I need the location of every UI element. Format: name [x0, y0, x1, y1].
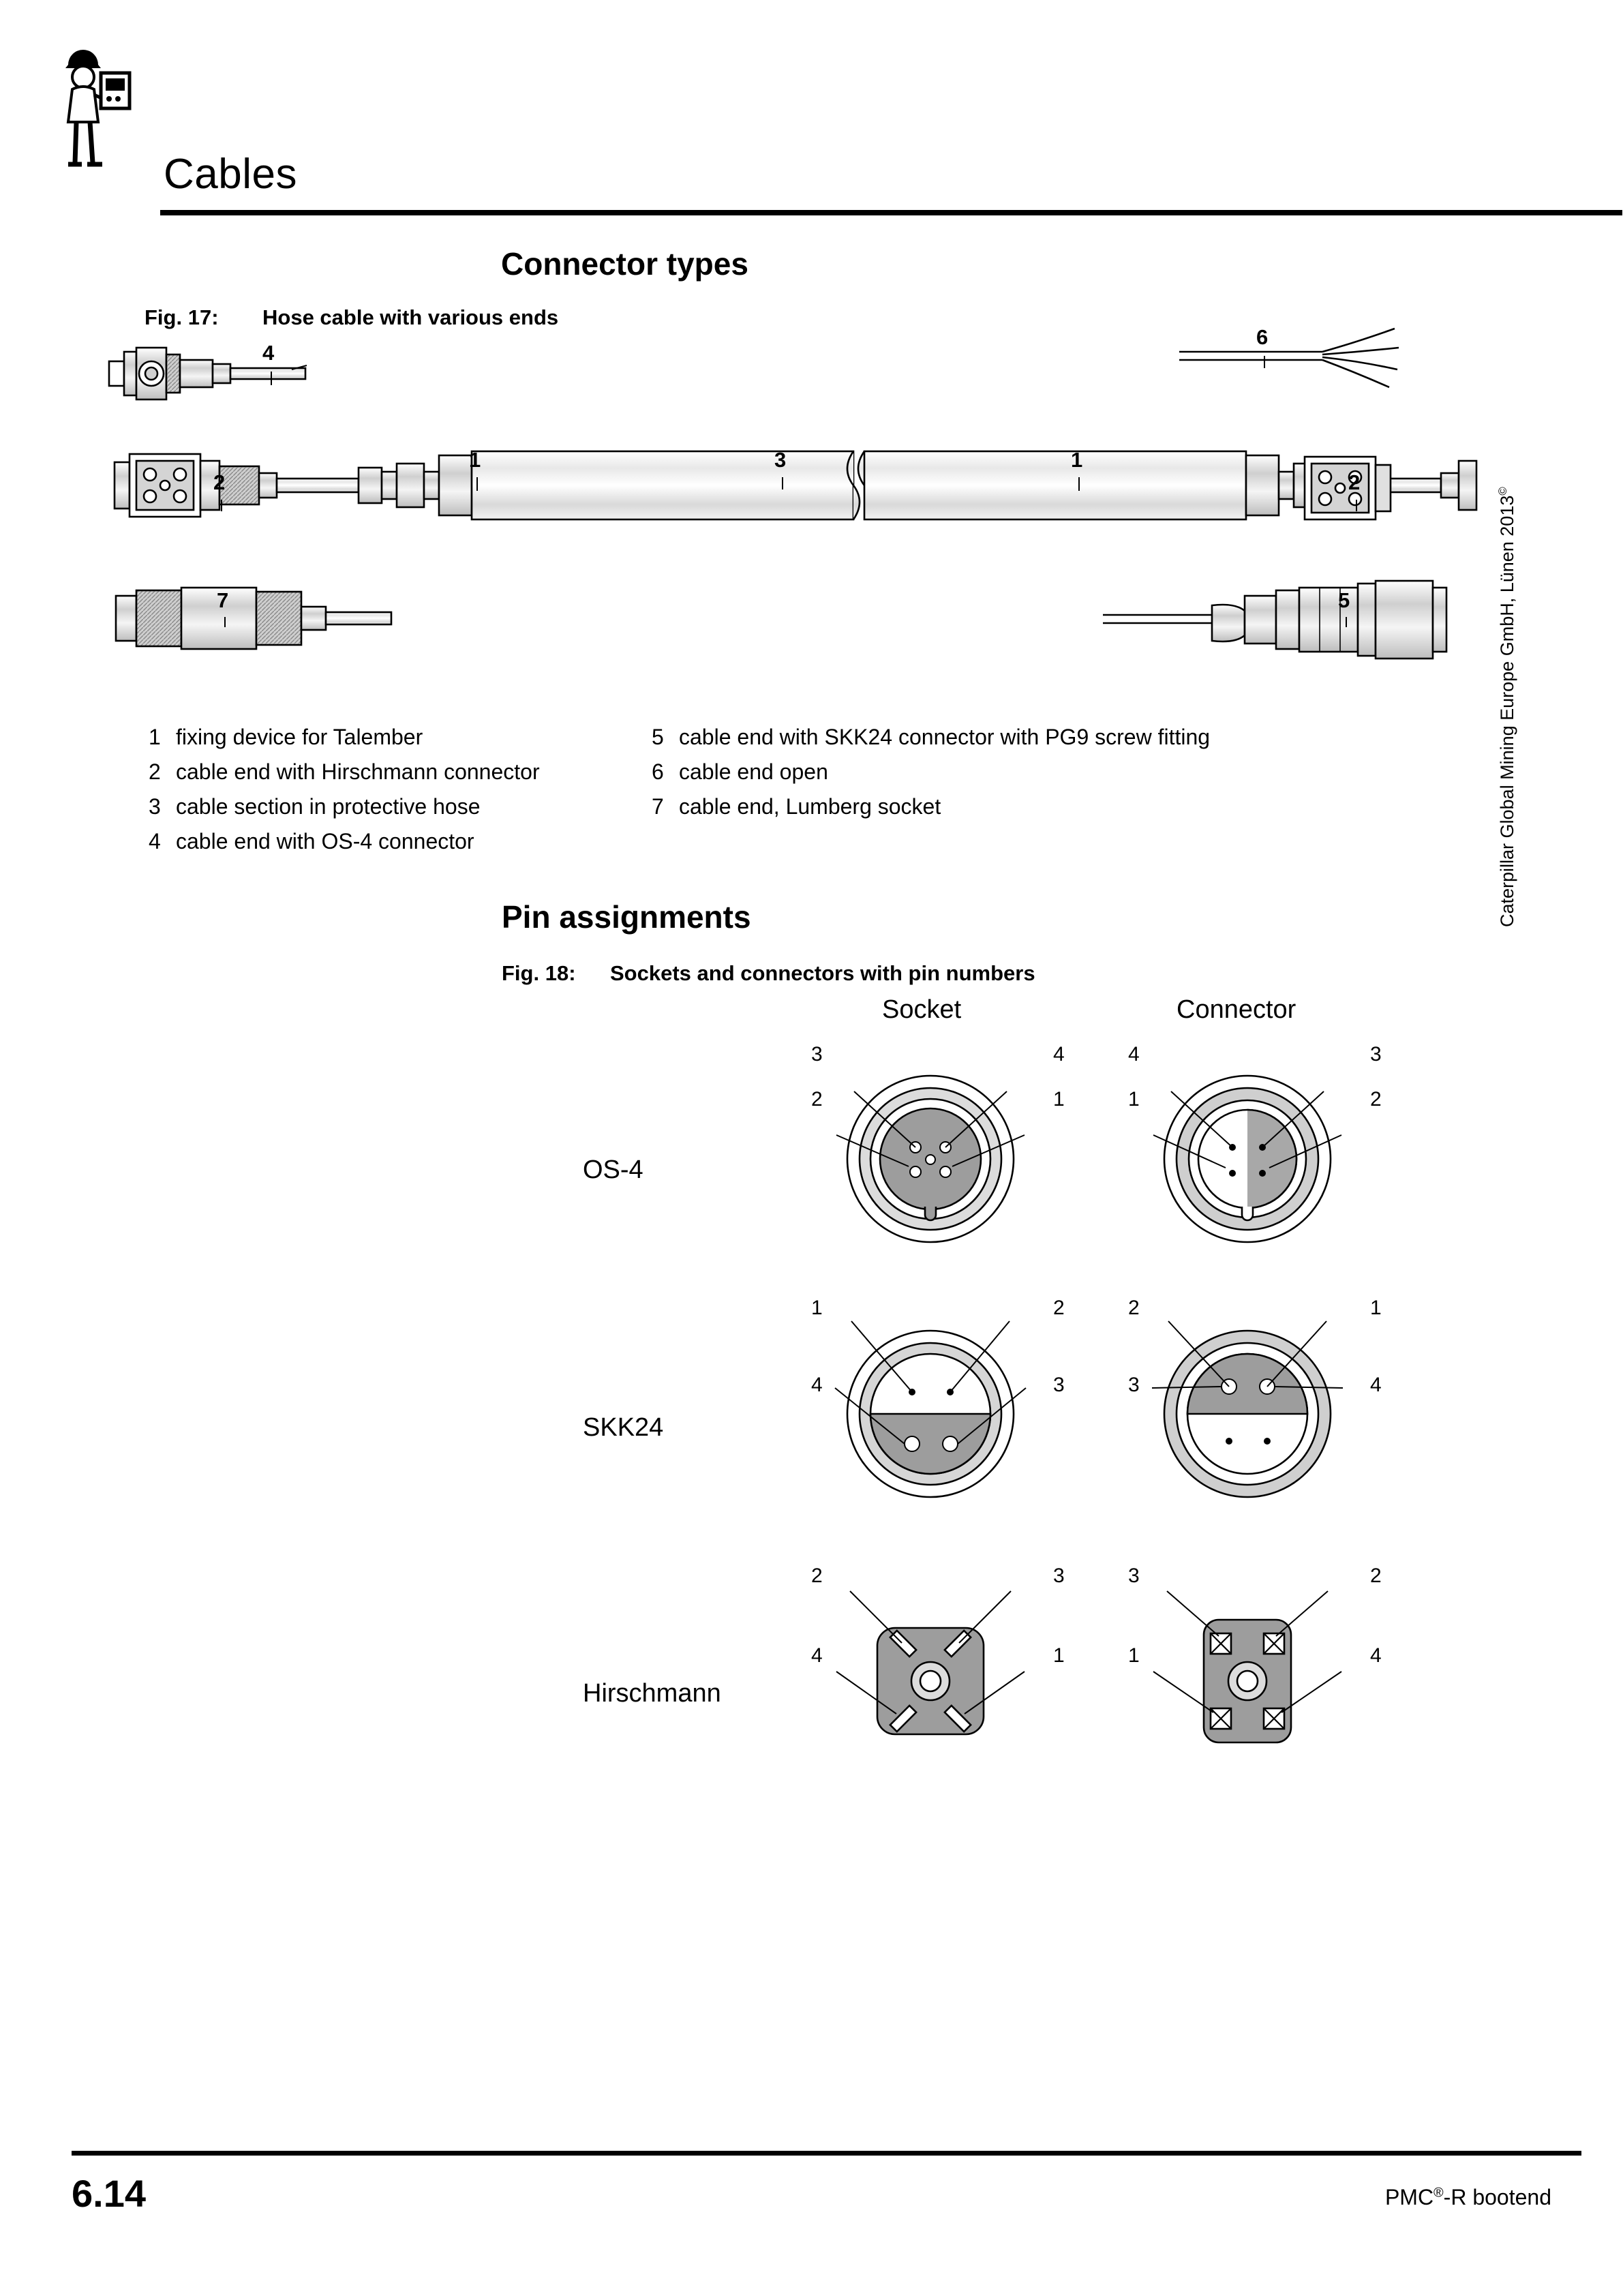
side-copyright: Caterpillar Global Mining Europe GmbH, L…: [1496, 487, 1518, 927]
callout-4-top: 4: [262, 341, 275, 365]
skk24-connector-pin-2: 2: [1128, 1297, 1140, 1319]
hirschmann-socket-pin-2: 2: [811, 1565, 823, 1587]
os4-connector-diagram: [1118, 1026, 1377, 1251]
technician-with-device-icon: [48, 44, 136, 174]
side-copyright-mark: ©: [1496, 487, 1509, 496]
legend-num-6: 6: [652, 759, 664, 784]
section-title-connector-types: Connector types: [501, 246, 748, 282]
hirschmann-socket-diagram: [801, 1568, 1060, 1772]
legend-text-7: cable end, Lumberg socket: [679, 794, 941, 819]
os4-connector-pin-4: 4: [1128, 1043, 1140, 1066]
callout-1-left: 1: [469, 448, 481, 472]
figure-18-caption: Sockets and connectors with pin numbers: [610, 961, 1035, 985]
hirschmann-connector-diagram: [1118, 1568, 1377, 1772]
skk24-connector-diagram: [1118, 1283, 1377, 1508]
page-header: Cables: [41, 37, 1622, 215]
hirschmann-connector-pin-4: 4: [1370, 1644, 1382, 1667]
legend-num-5: 5: [652, 725, 664, 749]
footer-title-sup: ®: [1434, 2185, 1444, 2201]
footer-divider: [72, 2151, 1581, 2156]
skk24-connector-pin-3: 3: [1128, 1374, 1140, 1396]
side-copyright-text: Caterpillar Global Mining Europe GmbH, L…: [1497, 495, 1517, 927]
figure-18-label: Fig. 18:: [502, 961, 576, 985]
legend-text-3: cable section in protective hose: [176, 794, 481, 819]
row-label-os4: OS-4: [583, 1155, 643, 1184]
callout-2-left: 2: [213, 470, 226, 494]
column-header-connector: Connector: [1177, 995, 1296, 1024]
legend-num-7: 7: [652, 794, 664, 819]
row-label-hirschmann: Hirschmann: [583, 1679, 721, 1708]
skk24-socket-pin-4: 4: [811, 1374, 823, 1396]
figure-17-label: Fig. 17:: [145, 305, 219, 329]
legend-text-1: fixing device for Talember: [176, 725, 423, 749]
hirschmann-socket-pin-3: 3: [1053, 1565, 1065, 1587]
skk24-connector-pin-1: 1: [1370, 1297, 1382, 1319]
skk24-socket-pin-1: 1: [811, 1297, 823, 1319]
header-divider: [160, 210, 1622, 215]
footer-title-post: -R bootend: [1443, 2185, 1551, 2209]
os4-connector-pin-1: 1: [1128, 1088, 1140, 1111]
callout-2-right: 2: [1348, 470, 1361, 494]
callout-6: 6: [1256, 325, 1269, 349]
os4-socket-pin-2: 2: [811, 1088, 823, 1111]
column-header-socket: Socket: [882, 995, 962, 1024]
callout-3: 3: [774, 448, 787, 472]
page-number: 6.14: [72, 2172, 146, 2215]
legend-text-6: cable end open: [679, 759, 828, 784]
hirschmann-connector-pin-1: 1: [1128, 1644, 1140, 1667]
os4-socket-pin-1: 1: [1053, 1088, 1065, 1111]
page-title: Cables: [164, 151, 297, 198]
document-title-footer: PMC®-R bootend: [1385, 2185, 1551, 2210]
legend-num-3: 3: [149, 794, 161, 819]
hirschmann-socket-pin-1: 1: [1053, 1644, 1065, 1667]
os4-socket-pin-4: 4: [1053, 1043, 1065, 1066]
hirschmann-connector-pin-2: 2: [1370, 1565, 1382, 1587]
hirschmann-connector-pin-3: 3: [1128, 1565, 1140, 1587]
figure-17-caption: Hose cable with various ends: [262, 305, 559, 329]
row-label-skk24: SKK24: [583, 1413, 664, 1442]
callout-7: 7: [217, 588, 229, 612]
hirschmann-end-right: [1292, 451, 1422, 533]
hirschmann-socket-pin-4: 4: [811, 1644, 823, 1667]
skk24-connector-pin-4: 4: [1370, 1374, 1382, 1396]
os4-connector-pin-3: 3: [1370, 1043, 1382, 1066]
legend-text-5: cable end with SKK24 connector with PG9 …: [679, 725, 1211, 749]
os4-socket-pin-3: 3: [811, 1043, 823, 1066]
skk24-socket-pin-2: 2: [1053, 1297, 1065, 1319]
callout-1-right: 1: [1071, 448, 1083, 472]
footer-title-pre: PMC: [1384, 2185, 1434, 2209]
os4-connector-pin-2: 2: [1370, 1088, 1382, 1111]
skk24-socket-diagram: [801, 1283, 1060, 1508]
section-title-pin-assignments: Pin assignments: [502, 899, 751, 935]
figure-17-drawing: [102, 320, 1500, 702]
legend-num-4: 4: [149, 829, 161, 854]
os4-socket-diagram: [801, 1026, 1060, 1251]
legend-text-2: cable end with Hirschmann connector: [176, 759, 540, 784]
callout-leader-lines: [221, 356, 1357, 627]
legend-num-2: 2: [149, 759, 161, 784]
callout-5: 5: [1338, 588, 1350, 612]
legend-num-1: 1: [149, 725, 161, 749]
legend-text-4: cable end with OS-4 connector: [176, 829, 474, 854]
skk24-socket-pin-3: 3: [1053, 1374, 1065, 1396]
